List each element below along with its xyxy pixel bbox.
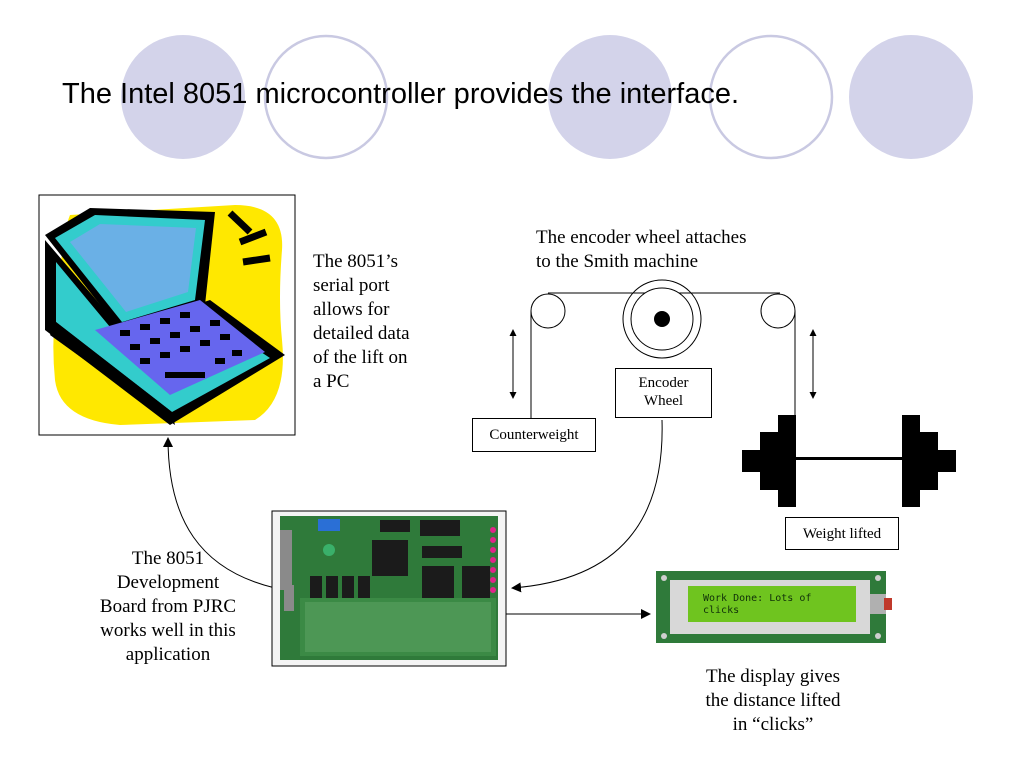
text-line: The 8051’s [313, 251, 398, 272]
lcd-line: clicks [703, 605, 740, 616]
header-circle-outline [708, 34, 834, 160]
weight-lifted-label: Weight lifted [802, 526, 882, 542]
lcd-line: Work Done: Lots of [703, 593, 812, 604]
display-gives-text: The display gives the distance lifted in… [678, 665, 868, 737]
header-circle-filled [849, 35, 973, 159]
text-line: a PC [313, 371, 350, 392]
text-line: allows for [313, 299, 390, 320]
text-line: The 8051 [131, 548, 205, 569]
encoder-rotation-arc [622, 279, 702, 359]
text-line: The encoder wheel attaches [536, 227, 747, 248]
encoder-attach-text: The encoder wheel attaches to the Smith … [536, 226, 746, 274]
text-line: The display gives [705, 666, 841, 687]
text-line: Development [116, 572, 220, 593]
pulley-left [530, 293, 566, 329]
weight-lifted-label-box: Weight lifted [785, 517, 899, 550]
lcd-screen-text: Work Done: Lots of clicks [703, 593, 811, 617]
encoder-hub [654, 311, 670, 327]
text-line: detailed data [313, 323, 410, 344]
counterweight-label: Counterweight [489, 427, 579, 443]
counterweight-label-box: Counterweight [472, 418, 596, 452]
text-line: of the lift on [313, 347, 408, 368]
text-line: works well in this [100, 620, 236, 641]
text-line: application [125, 644, 211, 665]
barbell-icon [742, 415, 956, 507]
header-circle-outline [263, 34, 389, 160]
smith-machine-diagram [163, 279, 817, 619]
text-line: serial port [313, 275, 390, 296]
dev-board-photo [271, 510, 507, 667]
pulley-right [760, 293, 796, 329]
header-circle-filled [548, 35, 672, 159]
text-line: the distance lifted [705, 690, 841, 711]
encoder-wheel-label: Wheel [643, 393, 684, 409]
text-line: to the Smith machine [536, 251, 699, 272]
encoder-wheel-label-box: Encoder Wheel [615, 368, 712, 418]
laptop-clipart [38, 194, 296, 436]
serial-port-text: The 8051’s serial port allows for detail… [313, 250, 410, 394]
text-line: in “clicks” [732, 714, 814, 735]
lcd-display-photo [656, 571, 892, 643]
board-to-pc-arrow [163, 437, 276, 589]
dev-board-text: The 8051 Development Board from PJRC wor… [78, 547, 258, 667]
header-circle-filled [121, 35, 245, 159]
encoder-to-board-arrow [511, 419, 663, 593]
text-line: Board from PJRC [99, 596, 237, 617]
header-circles [121, 34, 973, 160]
encoder-wheel-label: Encoder [638, 375, 689, 391]
slide-title: The Intel 8051 microcontroller provides … [62, 78, 740, 110]
